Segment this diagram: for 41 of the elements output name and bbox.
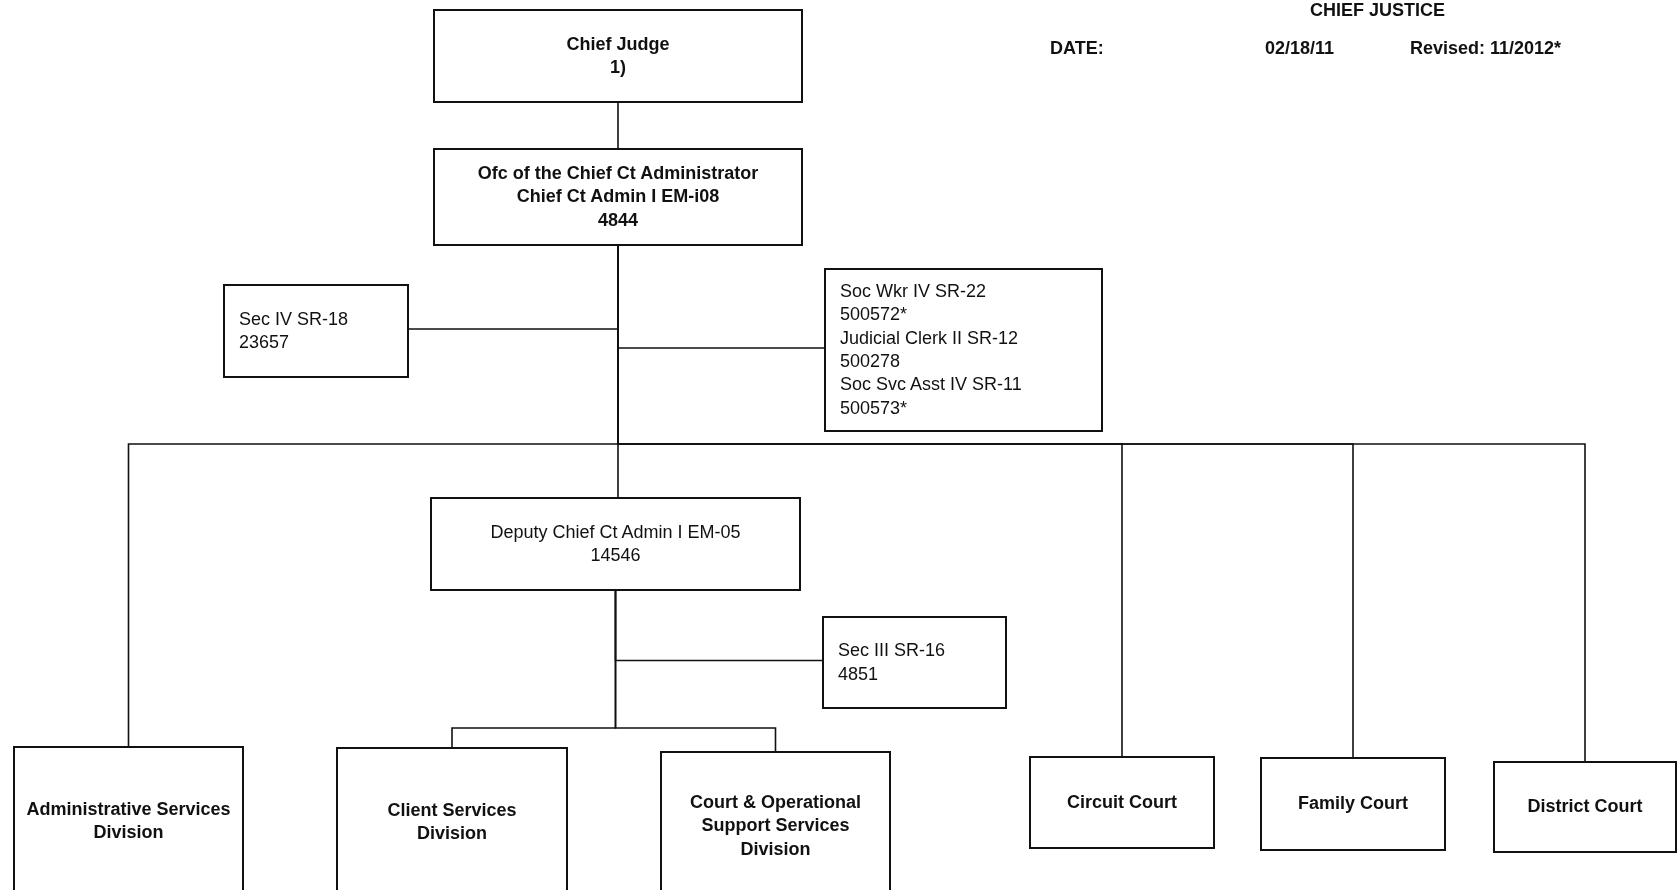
- box-text: 14546: [590, 544, 641, 567]
- connector-line: [617, 102, 619, 149]
- org-box: [1493, 761, 1677, 853]
- box-text: 500573*: [840, 396, 908, 420]
- box-text: Court & Operational Support Services Division: [689, 790, 862, 861]
- box-text: Family Court: [1298, 792, 1408, 816]
- org-box: [223, 284, 409, 378]
- org-box: [433, 148, 803, 246]
- header-text: Revised: 11/2012*: [1410, 38, 1562, 59]
- org-box: [822, 616, 1007, 709]
- header-text: DATE:: [1050, 38, 1104, 59]
- box-text: Soc Wkr IV SR-22: [840, 279, 987, 303]
- box-text: Administrative Services Division: [25, 797, 232, 844]
- org-box: [13, 746, 244, 890]
- box-text: 500572*: [840, 303, 908, 327]
- org-box: [433, 9, 803, 103]
- connector-line: [614, 590, 777, 752]
- org-box: [430, 497, 801, 591]
- box-text: 1): [610, 56, 626, 79]
- box-text: 500278: [840, 350, 901, 373]
- org-box: [824, 268, 1103, 432]
- org-box: [336, 747, 568, 890]
- box-text: Chief Ct Admin I EM-i08: [516, 185, 720, 209]
- box-text: 4851: [838, 662, 879, 686]
- box-text: Circuit Court: [1067, 790, 1177, 814]
- box-text: Ofc of the Chief Ct Administrator: [477, 161, 759, 185]
- box-text: Client Services Division: [386, 798, 518, 845]
- org-box: [660, 751, 891, 890]
- org-box: [1260, 757, 1446, 851]
- box-text: Sec III SR-16: [838, 639, 946, 663]
- org-box: [1029, 756, 1215, 849]
- header-text: 02/18/11: [1265, 38, 1335, 59]
- box-text: Deputy Chief Ct Admin I EM-05: [490, 520, 741, 544]
- box-text: 4844: [597, 208, 638, 232]
- box-text: District Court: [1527, 795, 1643, 819]
- box-text: Judicial Clerk II SR-12: [840, 326, 1019, 350]
- box-text: Soc Svc Asst IV SR-11: [840, 373, 1022, 397]
- box-text: 23657: [239, 331, 290, 354]
- box-text: Sec IV SR-18: [239, 307, 349, 331]
- box-text: Chief Judge: [566, 32, 670, 56]
- header-text: CHIEF JUSTICE: [1310, 0, 1446, 21]
